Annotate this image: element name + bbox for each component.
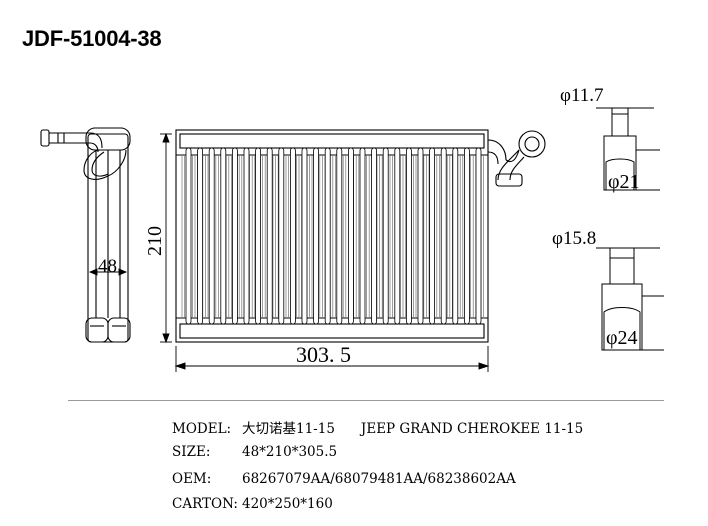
spec-model-row: MODEL: 大切诺基11-15 JEEP GRAND CHEROKEE 11-15: [172, 417, 583, 437]
model-value-en: JEEP GRAND CHEROKEE 11-15: [360, 421, 584, 437]
oem-value: 68267079AA/68079481AA/68238602AA: [242, 471, 516, 487]
height-label: 210: [144, 226, 166, 256]
carton-value: 420*250*160: [242, 496, 333, 512]
pipe-small-outer-label: φ21: [608, 171, 640, 193]
front-fittings: [487, 130, 546, 187]
pipe-detail-small: [596, 107, 660, 191]
evaporator-drawing: 48 210 303. 5: [40, 85, 664, 372]
pipe-large-outer-label: φ24: [606, 327, 638, 349]
dimension-210: [160, 132, 172, 344]
fin-tubes: [181, 156, 484, 317]
spec-size-row: SIZE: 48*210*305.5: [172, 444, 337, 460]
size-value: 48*210*305.5: [242, 444, 338, 460]
front-view: [175, 129, 489, 343]
dimension-303: [174, 346, 490, 372]
spec-carton-row: CARTON:420*250*160: [172, 496, 333, 512]
spec-oem-row: OEM: 68267079AA/68079481AA/68238602AA: [172, 471, 516, 487]
dimension-48: [88, 268, 128, 276]
length-label: 303. 5: [296, 342, 351, 367]
pipe-large-inner-label: φ15.8: [552, 228, 596, 249]
oem-label: OEM:: [172, 471, 212, 487]
carton-label: CARTON:: [172, 496, 238, 512]
size-label: SIZE:: [172, 444, 211, 460]
part-number-title: JDF-51004-38: [22, 26, 162, 51]
side-width-label: 48: [98, 256, 117, 277]
pipe-detail-large: [596, 247, 664, 351]
side-view: [40, 127, 131, 343]
section-divider: [68, 400, 664, 401]
model-label: MODEL:: [172, 421, 232, 437]
pipe-small-inner-label: φ11.7: [560, 85, 604, 106]
model-value-cn: 大切诺基11-15: [242, 421, 335, 437]
header-tubes: [185, 147, 482, 325]
